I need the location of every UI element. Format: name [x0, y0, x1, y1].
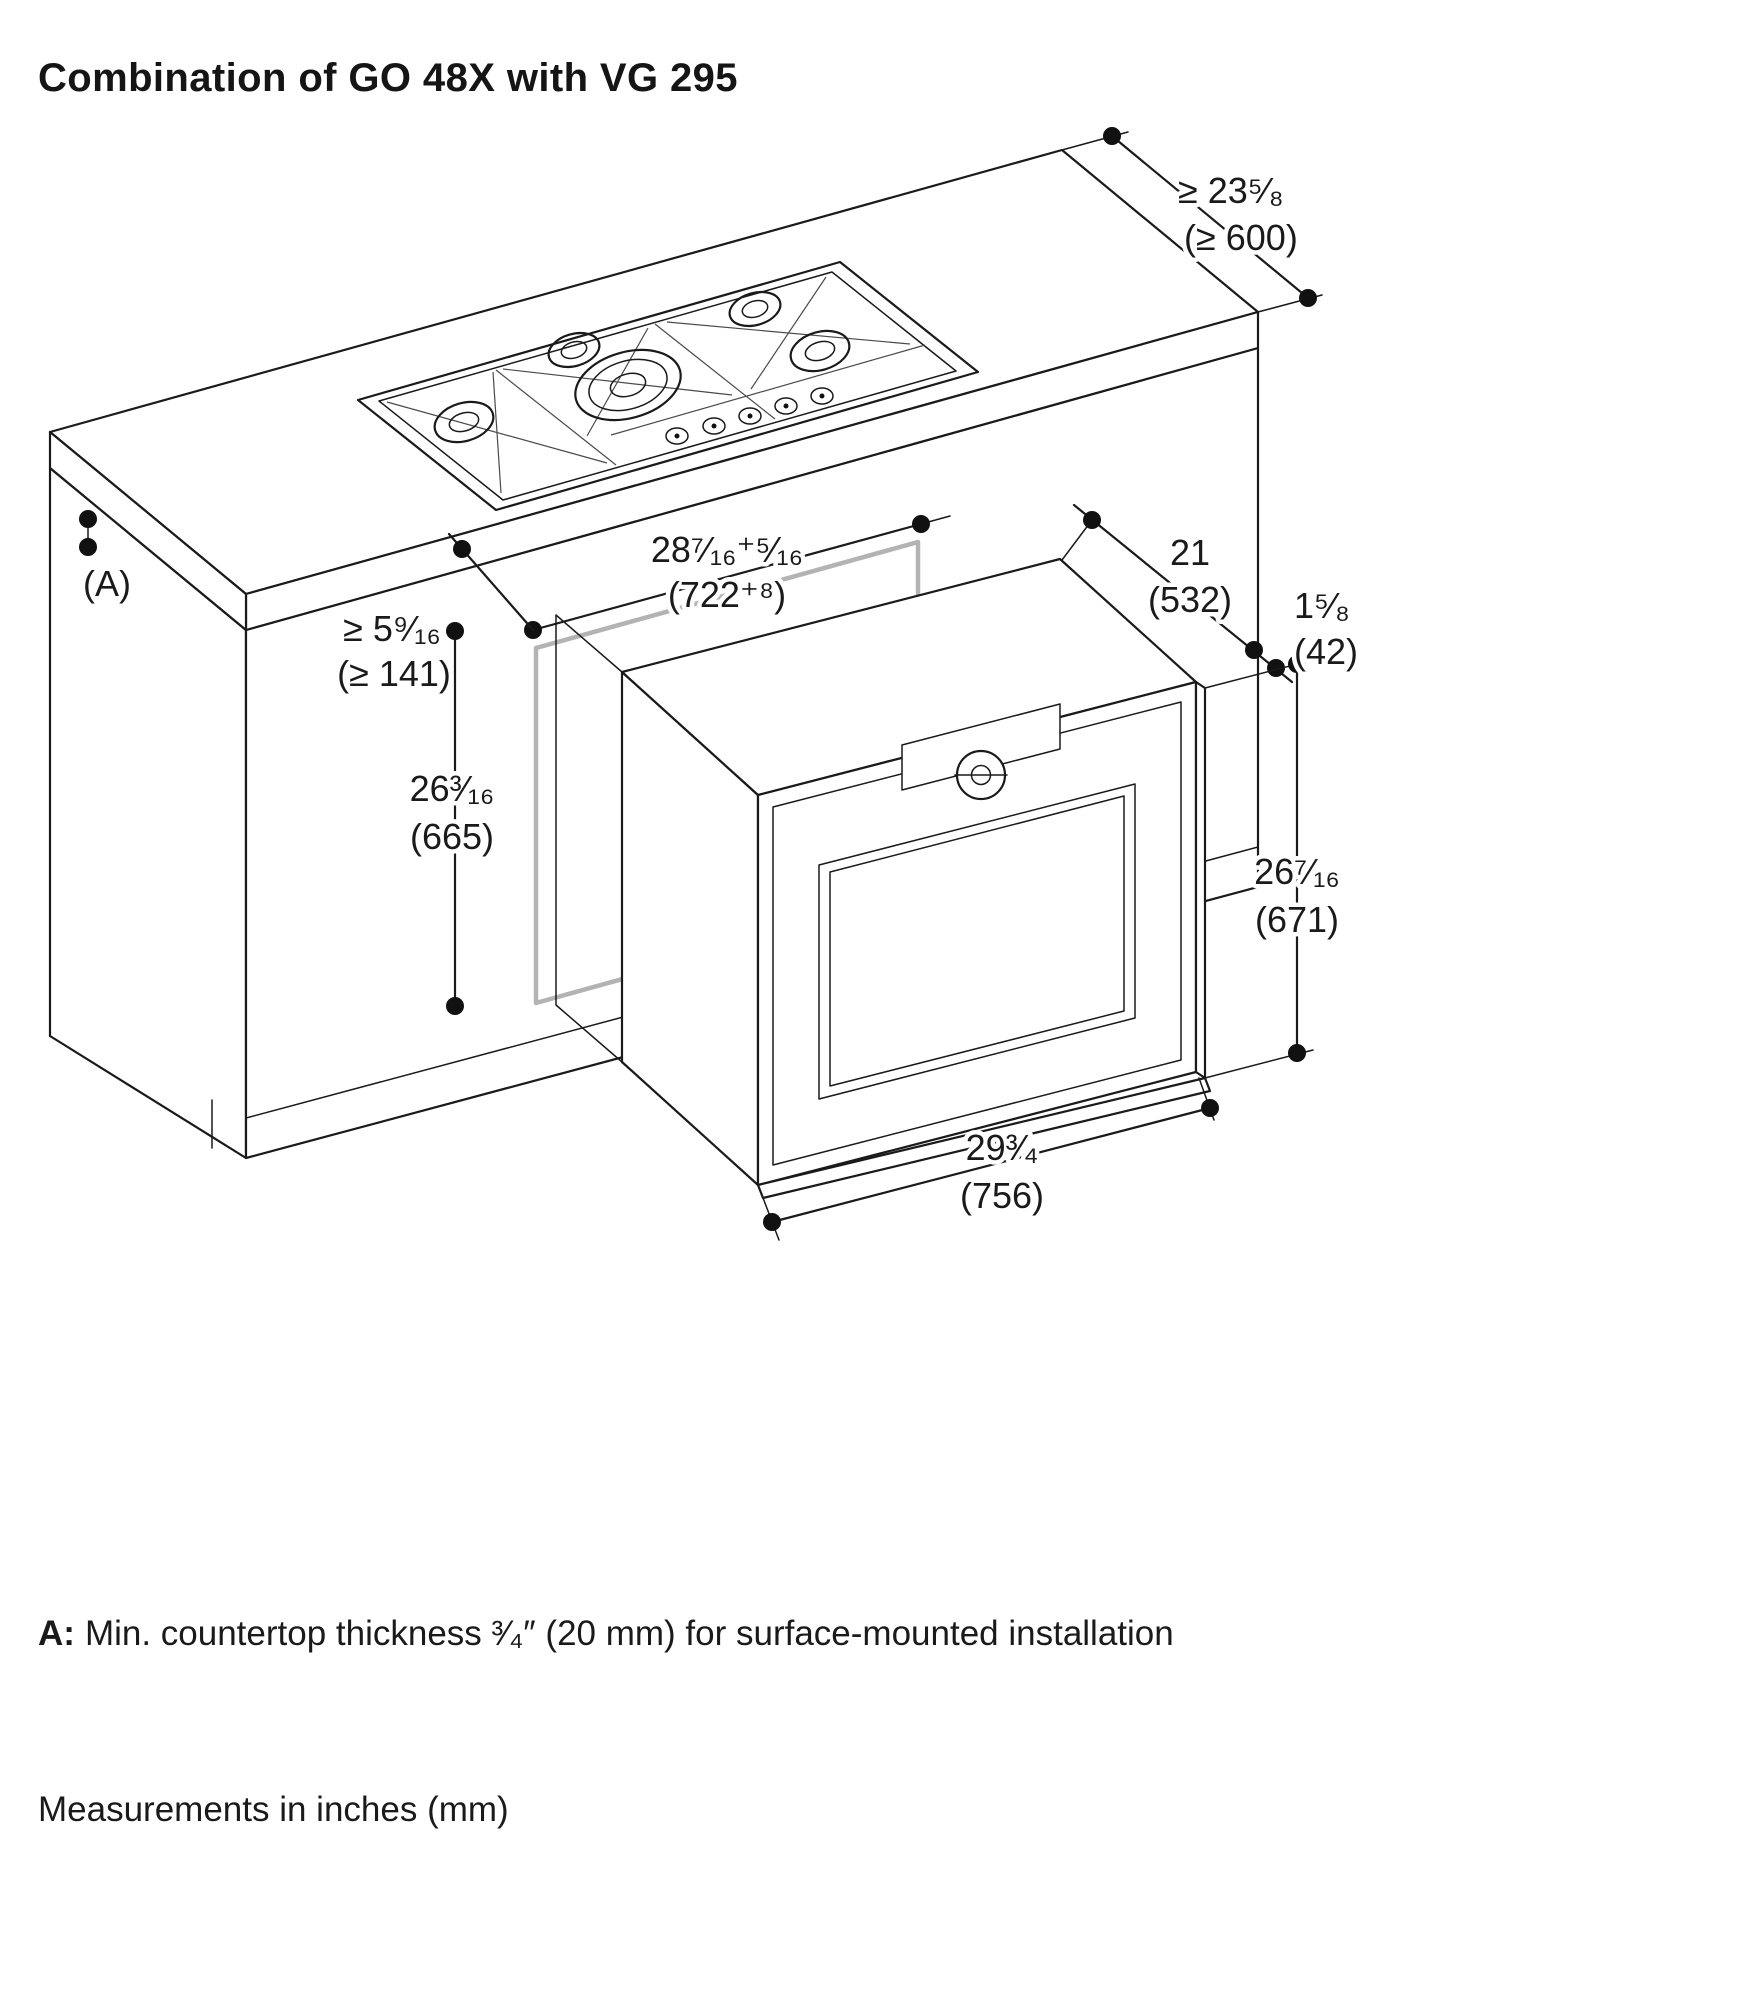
- oven-control-panel: [901, 703, 1061, 791]
- dim-cutout-height-inches: 26³⁄₁₆: [410, 768, 495, 809]
- dim-niche-depth-inches: 21: [1170, 532, 1210, 573]
- dim-countertop-thickness: [79, 510, 97, 556]
- oven-body-recessed-edges: [555, 614, 623, 1063]
- dim-dot: [1288, 655, 1306, 673]
- dim-cutout-width-mm: (722⁺⁸): [668, 574, 786, 615]
- dim-dot: [446, 997, 464, 1015]
- oven-door-window-inner: [829, 795, 1125, 1087]
- cooktop-outline: [356, 260, 980, 512]
- countertop-left-edge: [48, 430, 248, 632]
- footnote-a: A:Min. countertop thickness ³⁄₄″ (20 mm)…: [38, 1614, 1174, 1654]
- burner-center-wok: [574, 348, 682, 422]
- label-a-marker: (A): [83, 563, 131, 604]
- dim-dot: [1103, 127, 1121, 145]
- dim-frame-offset-inches: 1⁵⁄₈: [1294, 585, 1350, 626]
- dim-dot: [453, 540, 471, 558]
- dim-dot: [79, 538, 97, 556]
- cooktop-inner-rim: [378, 271, 957, 501]
- dim-dot: [446, 622, 464, 640]
- page-title: Combination of GO 48X with VG 295: [38, 56, 738, 100]
- dim-frame-offset-mm: (42): [1294, 631, 1358, 672]
- cooktop-grate-bars: [386, 276, 911, 494]
- cooktop-grate-divider: [495, 369, 617, 466]
- dim-min-clearance-mm: (≥ 141): [337, 653, 451, 694]
- dim-oven-height-mm: (671): [1255, 899, 1339, 940]
- dim-dot: [1299, 289, 1317, 307]
- burner-back-right: [728, 290, 782, 328]
- dim-dot: [912, 515, 930, 533]
- dim-dot: [1245, 641, 1263, 659]
- burner-right: [789, 329, 851, 373]
- dim-dot: [79, 510, 97, 528]
- dim-oven-height-inches: 26⁷⁄₁₆: [1254, 851, 1340, 892]
- dim-oven-height: [1204, 655, 1314, 1079]
- dim-dot: [763, 1213, 781, 1231]
- dim-dot: [1267, 659, 1285, 677]
- dim-oven-width: [759, 1077, 1219, 1241]
- oven: [620, 557, 1212, 1200]
- dim-counter-depth: [1061, 127, 1323, 313]
- burner-back-left: [547, 331, 601, 369]
- cooktop-control-knobs: [665, 387, 834, 445]
- cooktop-knob-strip-line: [610, 344, 926, 436]
- footnote-a-text: Min. countertop thickness ³⁄₄″ (20 mm) f…: [84, 1614, 1174, 1653]
- dim-min-clearance: [447, 532, 535, 632]
- dim-cutout-height: [446, 622, 464, 1015]
- dim-dot: [1201, 1099, 1219, 1117]
- dimensions: ≥ 23⁵⁄₈ (≥ 600) 28⁷⁄₁₆⁺⁵⁄₁₆ (722⁺⁸) ≥ 5⁹…: [79, 127, 1363, 1241]
- dim-counter-depth-inches: ≥ 23⁵⁄₈: [1178, 170, 1284, 211]
- dim-oven-width-mm: (756): [960, 1175, 1044, 1216]
- dim-cutout-height-mm: (665): [410, 816, 494, 857]
- dim-dot: [1083, 511, 1101, 529]
- cooktop-grate-divider: [654, 323, 776, 420]
- dim-dot: [1288, 1044, 1306, 1062]
- dim-counter-depth-mm: (≥ 600): [1184, 217, 1298, 258]
- oven-right-lip: [1194, 680, 1207, 1080]
- oven-door-knob: [954, 749, 1008, 801]
- footnote-a-prefix: A:: [38, 1614, 75, 1653]
- dim-oven-width-inches: 29³⁄₄: [966, 1127, 1039, 1168]
- dim-cutout-width-inches: 28⁷⁄₁₆⁺⁵⁄₁₆: [651, 529, 803, 570]
- dim-min-clearance-inches: ≥ 5⁹⁄₁₆: [343, 608, 441, 649]
- cooktop: [356, 260, 980, 512]
- dim-niche-depth: [1061, 503, 1294, 684]
- burner-left: [433, 400, 495, 444]
- oven-door-window-outer: [818, 783, 1136, 1100]
- footnote-units: Measurements in inches (mm): [38, 1790, 509, 1829]
- dim-niche-depth-mm: (532): [1148, 579, 1232, 620]
